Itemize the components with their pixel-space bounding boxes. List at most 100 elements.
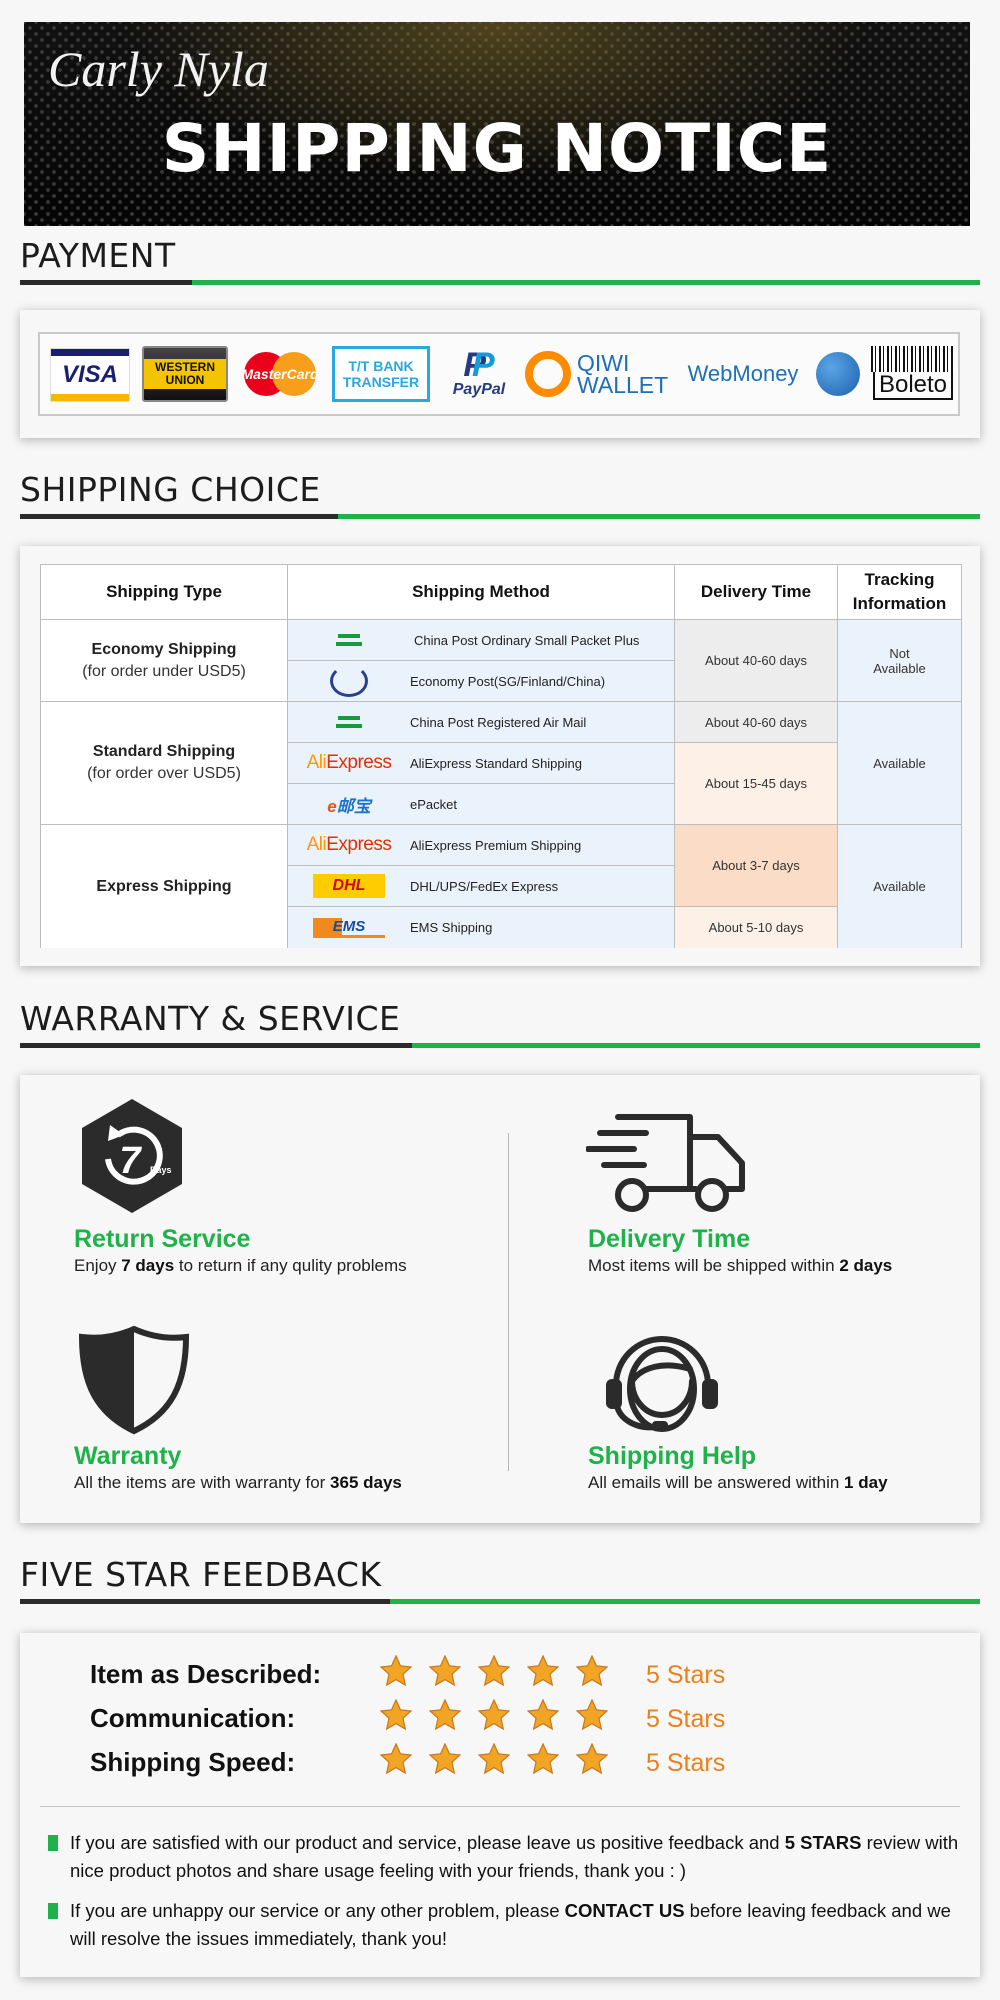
section-rule [20, 1599, 980, 1604]
bullet-marker [48, 1835, 58, 1851]
payment-card: VISA WESTERN UNION MasterCard T/T BANK T… [20, 310, 980, 438]
section-rule [20, 514, 980, 519]
delivery-time: About 5-10 days [675, 907, 838, 948]
brand-name: Carly Nyla [48, 41, 269, 97]
webmoney-globe-logo [814, 346, 862, 402]
table-header: Shipping Method [288, 565, 675, 620]
table-header: Tracking Information [838, 565, 961, 620]
rating-score: 5 Stars [646, 1705, 726, 1733]
section-title-warranty: WARRANTY & SERVICE [20, 999, 401, 1038]
return-service-block: 7 Days [78, 1097, 186, 1220]
feedback-note-positive: If you are satisfied with our product an… [48, 1829, 960, 1885]
feedback-note-contact: If you are unhappy our service or any ot… [48, 1897, 960, 1953]
western-union-logo: WESTERN UNION [142, 346, 228, 402]
svg-text:7: 7 [119, 1140, 142, 1182]
star-rating [380, 1699, 608, 1731]
page-title: SHIPPING NOTICE [161, 110, 833, 187]
table-row: DHL DHL/UPS/FedEx Express [288, 866, 675, 907]
tracking-info: Available [838, 825, 961, 948]
qiwi-wallet-logo: QIWI WALLET [522, 346, 672, 402]
delivery-truck-icon [585, 1114, 745, 1212]
boleto-logo: Boleto [870, 346, 956, 402]
star-icon [576, 1699, 608, 1731]
warranty-title: Warranty [74, 1442, 182, 1470]
table-row: e邮宝 ePacket [288, 784, 675, 825]
header-banner: Carly Nyla SHIPPING NOTICE [24, 22, 970, 226]
rating-label: Communication: [90, 1703, 296, 1733]
rating-label: Item as Described: [90, 1659, 322, 1689]
visa-logo: VISA [50, 348, 130, 402]
shipping-help-block [598, 1327, 726, 1442]
shipping-help-title: Shipping Help [588, 1442, 757, 1470]
divider [40, 1806, 960, 1807]
star-icon [429, 1655, 461, 1687]
shipping-type-standard: Standard Shipping(for order over USD5) [41, 702, 288, 825]
section-title-shipping: SHIPPING CHOICE [20, 470, 321, 509]
warranty-card: 7 Days Return Service Enjoy 7 days to re… [20, 1075, 980, 1523]
rating-row: Communication: 5 Stars [90, 1699, 790, 1739]
star-icon [478, 1699, 510, 1731]
return-service-desc: Enjoy 7 days to return if any qulity pro… [74, 1256, 407, 1275]
divider [508, 1133, 509, 1471]
shipping-type-economy: Economy Shipping(for order under USD5) [41, 620, 288, 702]
payment-methods-strip: VISA WESTERN UNION MasterCard T/T BANK T… [38, 332, 960, 416]
section-title-feedback: FIVE STAR FEEDBACK [20, 1555, 382, 1594]
star-icon [527, 1743, 559, 1775]
shipping-type-express: Express Shipping [41, 825, 288, 948]
star-icon [527, 1655, 559, 1687]
rating-label: Shipping Speed: [90, 1747, 296, 1777]
contact-us-text: CONTACT US [564, 1900, 685, 1921]
star-icon [527, 1699, 559, 1731]
dhl-icon: DHL [313, 874, 385, 898]
ems-icon: EMS [313, 917, 385, 938]
epacket-icon: e邮宝 [327, 796, 371, 816]
headset-support-icon [606, 1336, 718, 1432]
shipping-table: Shipping Type Shipping Method Delivery T… [40, 564, 962, 948]
rating-row: Shipping Speed: 5 Stars [90, 1743, 790, 1783]
china-post-icon [334, 709, 364, 735]
tracking-info: Available [838, 702, 961, 825]
table-row: AliExpress AliExpress Standard Shipping [288, 743, 675, 784]
aliexpress-icon: AliExpress [306, 752, 392, 773]
star-icon [429, 1699, 461, 1731]
delivery-time-desc: Most items will be shipped within 2 days [588, 1256, 893, 1275]
table-row: China Post Registered Air Mail [288, 702, 675, 743]
star-icon [380, 1655, 412, 1687]
rating-row: Item as Described: 5 Stars [90, 1655, 790, 1695]
china-post-icon [334, 627, 364, 653]
rating-score: 5 Stars [646, 1749, 726, 1777]
star-icon [429, 1743, 461, 1775]
star-rating [380, 1655, 608, 1687]
svg-text:Days: Days [150, 1165, 172, 1175]
section-rule [20, 280, 980, 285]
warranty-block [78, 1323, 190, 1440]
shipping-card: Shipping Type Shipping Method Delivery T… [20, 546, 980, 966]
star-icon [380, 1743, 412, 1775]
delivery-time-title: Delivery Time [588, 1225, 751, 1253]
shipping-help-desc: All emails will be answered within 1 day [588, 1473, 888, 1492]
aliexpress-icon: AliExpress [306, 834, 392, 855]
return-service-title: Return Service [74, 1225, 251, 1253]
star-icon [380, 1699, 412, 1731]
tracking-info: Not Available [838, 620, 961, 702]
warranty-desc: All the items are with warranty for 365 … [74, 1473, 402, 1492]
paypal-logo: PP PayPal [452, 346, 506, 398]
section-rule [20, 1043, 980, 1048]
table-row: Economy Post(SG/Finland/China) [288, 661, 675, 702]
table-row: China Post Ordinary Small Packet Plus [288, 620, 675, 661]
bullet-marker [48, 1903, 58, 1919]
feedback-card: Item as Described: 5 Stars Communication… [20, 1633, 980, 1977]
table-row: EMS EMS Shipping [288, 907, 675, 948]
star-icon [576, 1743, 608, 1775]
delivery-time: About 3-7 days [675, 825, 838, 907]
delivery-time: About 40-60 days [675, 620, 838, 702]
shield-icon [78, 1325, 190, 1435]
delivery-time-block [585, 1111, 750, 1220]
star-icon [576, 1655, 608, 1687]
star-icon [478, 1743, 510, 1775]
section-title-payment: PAYMENT [20, 236, 176, 275]
tt-bank-transfer-logo: T/T BANK TRANSFER [332, 346, 430, 402]
table-header: Delivery Time [675, 565, 838, 620]
return-7-days-icon: 7 Days [82, 1099, 182, 1213]
star-rating [380, 1743, 608, 1775]
